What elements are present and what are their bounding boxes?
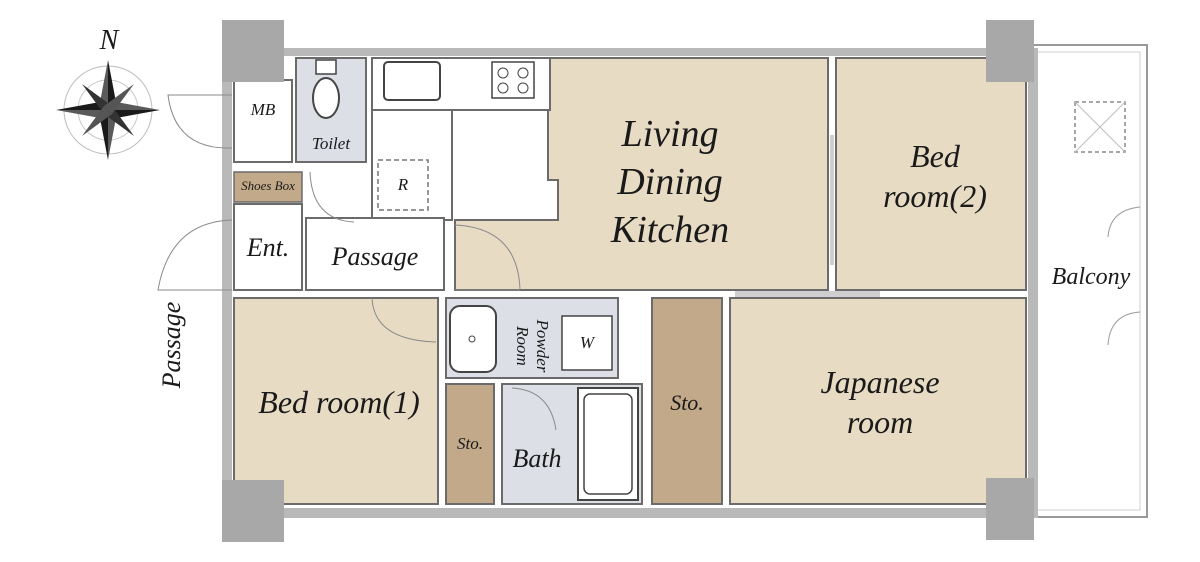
powder-room-label: Powder Room xyxy=(513,319,552,373)
door-swing-bath xyxy=(511,387,557,431)
pillar-top-left xyxy=(222,20,284,82)
japanese-room-floor xyxy=(729,297,1027,505)
door-swing-mb xyxy=(167,94,233,149)
mb-box xyxy=(233,79,293,163)
balcony-door-arc1 xyxy=(1107,206,1141,238)
toilet-bowl xyxy=(312,77,340,119)
balcony-label: Balcony xyxy=(1051,264,1131,290)
kitchen-sink xyxy=(383,61,441,101)
kitchen-area xyxy=(371,109,453,221)
passage-floor xyxy=(305,217,445,291)
door-swing-entrance xyxy=(157,219,233,291)
door-swing-bedroom1 xyxy=(371,297,437,343)
refrigerator-label: R xyxy=(397,175,409,194)
pillar-bottom-right xyxy=(986,478,1034,540)
toilet-label: Toilet xyxy=(311,134,351,153)
shoes-box-floor xyxy=(233,171,303,203)
storage-large-floor xyxy=(651,297,723,505)
bath-label: Bath xyxy=(512,444,562,473)
washer-space xyxy=(561,315,613,371)
balcony-hatch xyxy=(1074,101,1126,153)
washbasin-drain xyxy=(468,335,476,343)
mb-label: MB xyxy=(250,100,276,119)
door-swing-toilet xyxy=(309,171,355,223)
pillar-bottom-left xyxy=(222,480,284,542)
washer-label: W xyxy=(579,333,595,352)
storage-large-label: Sto. xyxy=(670,390,704,415)
passage-outer-label: Passage xyxy=(157,301,186,389)
door-swing-ldk xyxy=(454,224,521,291)
storage-small-label: Sto. xyxy=(457,434,483,453)
bathtub-inner xyxy=(583,393,633,495)
entrance-label: Ent. xyxy=(246,233,290,262)
stove-burner4 xyxy=(517,82,529,94)
bedroom1-label: Bed room(1) xyxy=(258,384,420,420)
compass-rose xyxy=(56,60,160,160)
refrigerator-space xyxy=(377,159,429,211)
japanese-room-label: Japanese room xyxy=(820,364,940,440)
balcony-hatch-diag2 xyxy=(1074,101,1126,153)
stove-burner1 xyxy=(497,67,509,79)
passage-inner-label: Passage xyxy=(331,242,419,271)
pillar-top-right xyxy=(986,20,1034,82)
balcony-outline xyxy=(1031,44,1148,518)
kitchen-stove xyxy=(491,61,535,99)
balcony-door-arc2 xyxy=(1107,311,1141,346)
ldk-label: Living Dining Kitchen xyxy=(610,113,730,251)
bedroom2-label: Bed room(2) xyxy=(883,138,987,214)
toilet-tank xyxy=(315,59,337,75)
shoes-box-label: Shoes Box xyxy=(241,178,295,193)
stove-burner2 xyxy=(517,67,529,79)
bedroom2-floor xyxy=(835,57,1027,291)
entrance-floor xyxy=(233,203,303,291)
stove-burner3 xyxy=(497,82,509,94)
compass-north-letter: N xyxy=(99,25,119,56)
storage-small-floor xyxy=(445,383,495,505)
bedroom1-floor xyxy=(233,297,439,505)
